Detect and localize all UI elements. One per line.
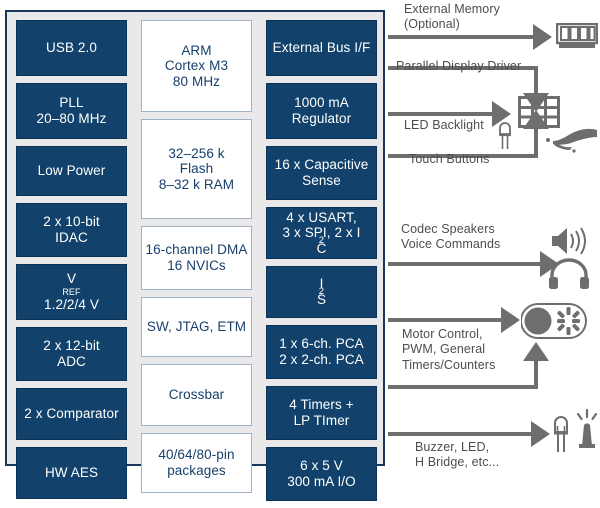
arrow-line-led-backlight <box>388 112 492 116</box>
arrow-drop-display-driver <box>534 66 538 94</box>
block-usb[interactable]: USB 2.0 <box>16 20 127 76</box>
block-adc-line1: 2 x 12-bit <box>43 338 100 354</box>
buzzer-icon <box>576 408 598 448</box>
block-io-line1: 6 x 5 V <box>300 458 343 474</box>
block-capacitive-sense-line2: Sense <box>302 173 341 188</box>
block-diagram-canvas: USB 2.0 PLL 20–80 MHz Low Power 2 x 10-b… <box>5 2 598 501</box>
block-pll-line2: 20–80 MHz <box>36 111 107 126</box>
block-hw-aes[interactable]: HW AES <box>16 447 127 499</box>
led-icon <box>499 122 511 149</box>
block-timers[interactable]: 4 Timers + LP TImer <box>266 386 377 440</box>
block-low-power-line1: Low Power <box>37 163 106 179</box>
block-memory-line1: 32–256 k <box>168 145 225 161</box>
block-packages-line2: packages <box>167 463 226 478</box>
block-adc[interactable]: 2 x 12-bit ADC <box>16 327 127 381</box>
block-dma[interactable]: 16-channel DMA 16 NVICs <box>141 226 252 290</box>
block-cpu-line3: 80 MHz <box>172 73 221 89</box>
peripheral-column-right: External Bus I/F 1000 mA Regulator 16 x … <box>266 20 377 508</box>
block-vref-line2: 1.2/2/4 V <box>44 297 99 313</box>
block-dma-line1: 16-channel DMA <box>145 242 248 258</box>
block-regulator-line1: 1000 mA <box>294 95 349 111</box>
block-memory-line3: 8–32 k RAM <box>158 176 235 192</box>
label-codec-audio: Codec Speakers Voice Commands <box>401 222 501 252</box>
block-cpu-line1: ARM <box>181 42 212 58</box>
block-crossbar[interactable]: Crossbar <box>141 364 252 426</box>
block-timers-line1: 4 Timers + <box>289 397 354 413</box>
block-vref-v: V <box>66 271 77 287</box>
block-memory-line2: Flash <box>179 161 214 177</box>
block-debug-line1: SW, JTAG, ETM <box>146 319 247 335</box>
block-pca-line1: 1 x 6-ch. PCA <box>279 336 364 352</box>
block-io-line2: 300 mA I/O <box>287 474 356 489</box>
block-pll-line1: PLL <box>59 95 84 111</box>
block-crossbar-line1: Crossbar <box>168 387 225 403</box>
block-dma-line2: 16 NVICs <box>167 258 226 273</box>
arrow-head-buzzer-led <box>531 421 550 447</box>
arrow-rise-motor <box>534 360 538 387</box>
motor-belt-icon <box>521 303 587 339</box>
arrow-head-led-backlight <box>492 101 511 127</box>
arrow-line-display-driver <box>388 66 538 70</box>
block-idac-line2: IDAC <box>55 230 88 245</box>
label-display-driver: Parallel Display Driver <box>396 59 522 73</box>
microcontroller-package: USB 2.0 PLL 20–80 MHz Low Power 2 x 10-b… <box>5 10 385 501</box>
block-comparator[interactable]: 2 x Comparator <box>16 388 127 440</box>
block-debug[interactable]: SW, JTAG, ETM <box>141 297 252 357</box>
block-hw-aes-line1: HW AES <box>44 465 99 481</box>
label-buzzer-led: Buzzer, LED, H Bridge, etc... <box>415 440 500 470</box>
block-pca-line2: 2 x 2-ch. PCA <box>279 352 364 367</box>
block-capacitive-sense-line1: 16 x Capacitive <box>274 157 369 173</box>
block-serial-line1: 4 x USART, <box>286 209 357 225</box>
block-memory[interactable]: 32–256 k Flash 8–32 k RAM <box>141 119 252 219</box>
label-touch-buttons: Touch Buttons <box>409 152 490 166</box>
block-usb-line1: USB 2.0 <box>46 40 97 56</box>
led-buzzer-led-icon <box>554 416 568 452</box>
block-packages[interactable]: 40/64/80-pin packages <box>141 433 252 493</box>
memory-module-icon <box>556 23 598 48</box>
arrow-head-motor-top <box>501 307 520 333</box>
label-external-memory: External Memory (Optional) <box>404 2 500 32</box>
block-regulator-line2: Regulator <box>291 111 352 126</box>
block-cpu-line2: Cortex M3 <box>164 58 229 74</box>
block-idac-line1: 2 x 10-bit <box>43 214 100 230</box>
block-regulator[interactable]: 1000 mA Regulator <box>266 83 377 139</box>
block-idac[interactable]: 2 x 10-bit IDAC <box>16 203 127 257</box>
block-external-bus-line1: External Bus I/F <box>272 40 371 56</box>
arrow-line-motor-bottom <box>388 385 538 389</box>
block-io[interactable]: 6 x 5 V 300 mA I/O <box>266 447 377 501</box>
arrow-line-codec-audio <box>388 262 540 266</box>
arrow-head-motor-bottom <box>523 342 549 361</box>
arrow-line-motor-top <box>388 318 501 322</box>
label-motor-control: Motor Control, PWM, General Timers/Count… <box>402 327 496 372</box>
arrow-head-touch-buttons <box>523 110 549 129</box>
label-led-backlight: LED Backlight <box>404 118 484 132</box>
peripheral-column-middle: ARM Cortex M3 80 MHz 32–256 k Flash 8–32… <box>141 20 252 500</box>
block-capacitive-sense[interactable]: 16 x Capacitive Sense <box>266 146 377 200</box>
arrow-line-touch-buttons <box>388 154 538 158</box>
arrow-rise-touch-buttons <box>534 128 538 156</box>
arrow-line-external-memory <box>388 35 533 39</box>
headphones-icon <box>549 258 589 289</box>
block-packages-line1: 40/64/80-pin <box>158 447 235 463</box>
block-low-power[interactable]: Low Power <box>16 146 127 196</box>
arrow-line-buzzer-led <box>388 432 531 436</box>
block-adc-line2: ADC <box>57 354 86 369</box>
speaker-icon <box>552 227 586 255</box>
block-vref-subscript: REF <box>62 286 81 297</box>
block-pca[interactable]: 1 x 6-ch. PCA 2 x 2-ch. PCA <box>266 325 377 379</box>
block-cpu[interactable]: ARM Cortex M3 80 MHz <box>141 20 252 112</box>
block-timers-line2: LP TImer <box>293 413 350 428</box>
hand-touch-icon <box>546 128 597 153</box>
arrow-head-external-memory <box>533 24 552 50</box>
peripheral-column-left: USB 2.0 PLL 20–80 MHz Low Power 2 x 10-b… <box>16 20 127 506</box>
block-comparator-line1: 2 x Comparator <box>24 406 119 422</box>
block-pll[interactable]: PLL 20–80 MHz <box>16 83 127 139</box>
block-external-bus[interactable]: External Bus I/F <box>266 20 377 76</box>
